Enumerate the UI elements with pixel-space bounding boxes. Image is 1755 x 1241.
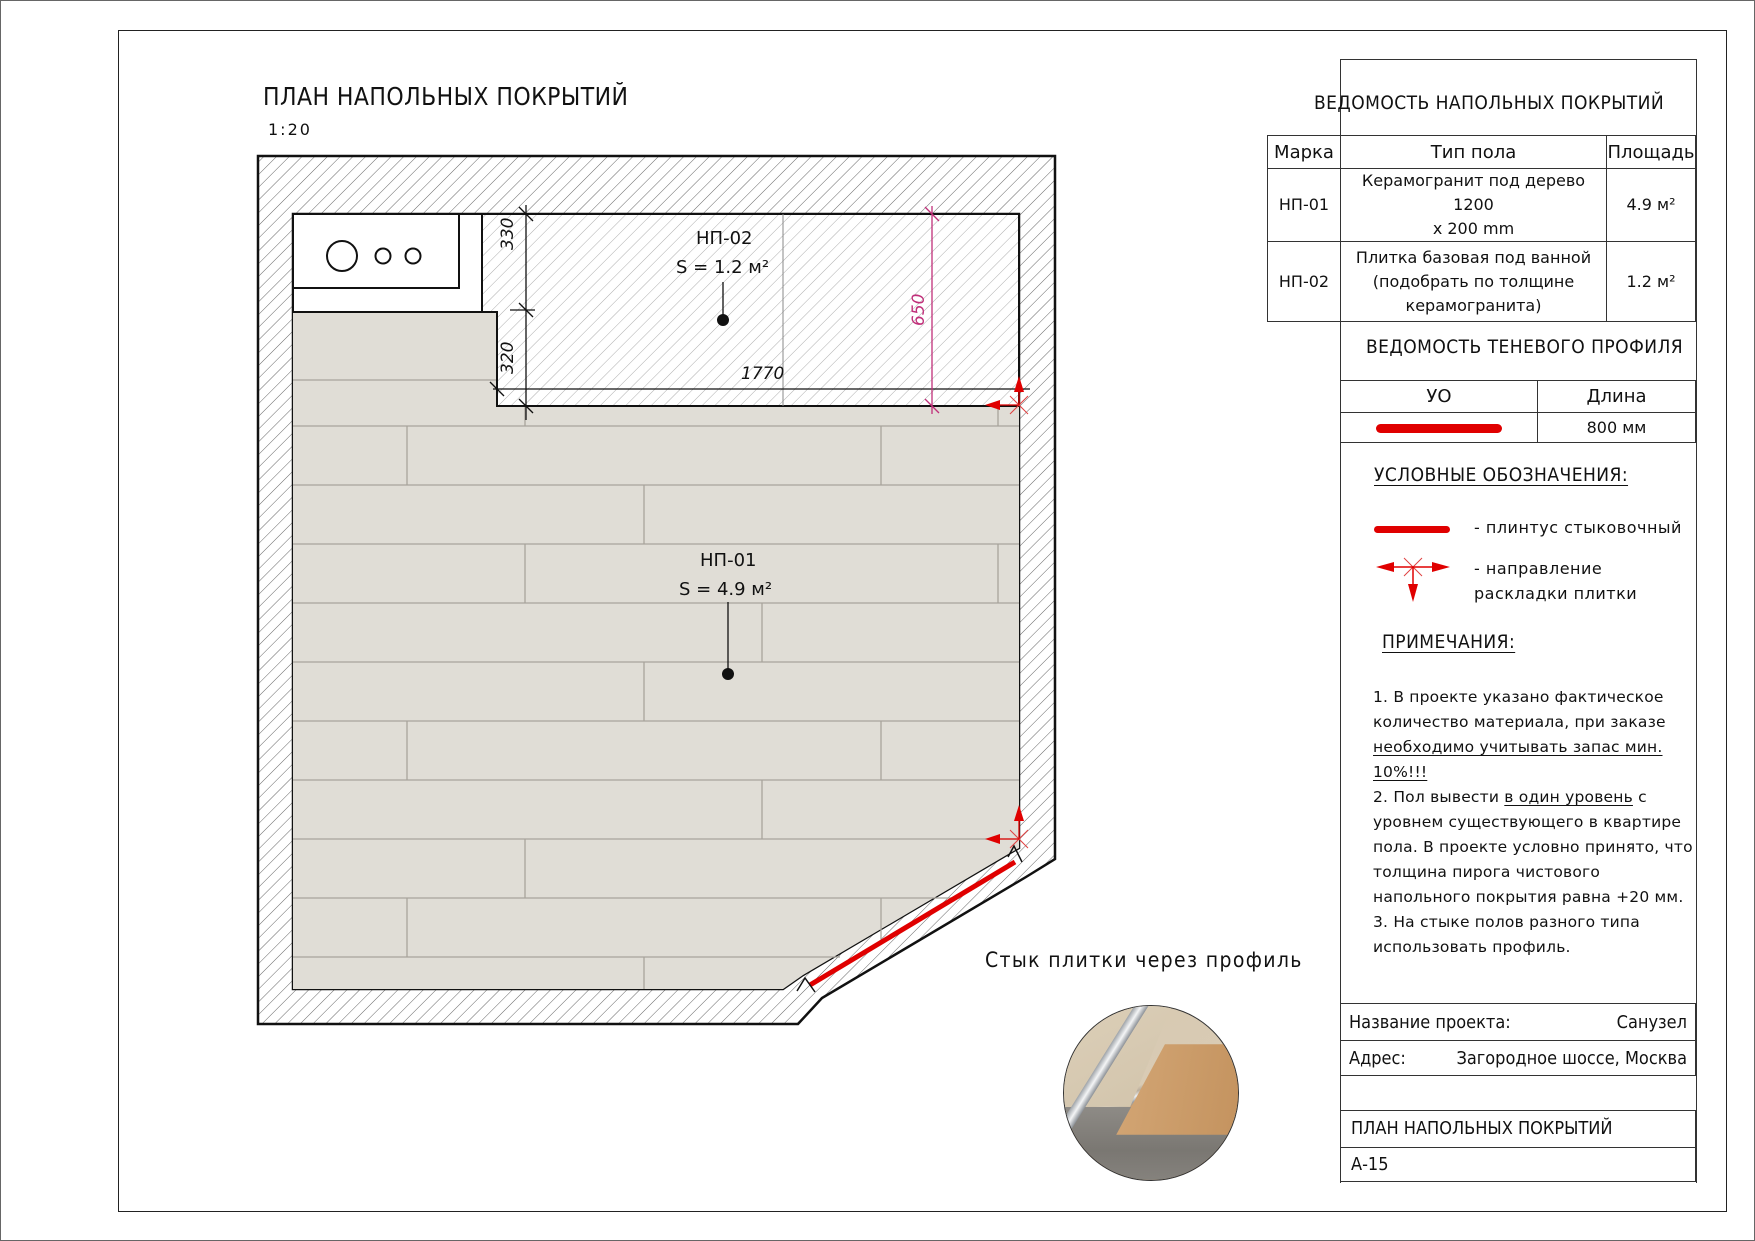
table-row: НП-02 Плитка базовая под ванной(подобрат…: [1267, 241, 1696, 322]
floor-schedule-title: ВЕДОМОСТЬ НАПОЛЬНЫХ ПОКРЫТИЙ: [1314, 92, 1665, 114]
dimension-330-label: 330: [498, 217, 518, 250]
dimension-650-label: 650: [909, 293, 929, 326]
table-row: 800 мм: [1340, 412, 1696, 443]
zone-np02-tile: [481, 213, 1030, 407]
project-info-block: Название проекта: Санузел Адрес: Загород…: [1340, 1003, 1696, 1076]
profile-caption: Стык плитки через профиль: [985, 948, 1303, 972]
legend-item-label: - направление раскладки плитки: [1474, 559, 1638, 603]
notes-body: 1. В проекте указано фактическое количес…: [1373, 688, 1693, 956]
drawing-title: ПЛАН НАПОЛЬНЫХ ПОКРЫТИЙ: [263, 82, 629, 111]
address-value: Загородное шоссе, Москва: [1456, 1048, 1687, 1069]
red-line-icon: [1376, 424, 1502, 433]
vanity-cabinet: [292, 213, 483, 313]
sink-drain-icon: [326, 240, 358, 272]
project-name-value: Санузел: [1616, 1012, 1687, 1033]
zone-np01-wood-floor: [293, 312, 1019, 989]
drawing-scale: 1:20: [268, 120, 312, 139]
profile-photo: [1063, 1005, 1239, 1181]
dimension-lines: [489, 205, 535, 420]
profile-schedule-title: ВЕДОМОСТЬ ТЕНЕВОГО ПРОФИЛЯ: [1366, 336, 1684, 358]
sheet-number: А-15: [1351, 1154, 1389, 1175]
legend-title: УСЛОВНЫЕ ОБОЗНАЧЕНИЯ:: [1374, 464, 1629, 486]
red-line-icon: [1374, 526, 1450, 533]
zone-np01-area: S = 4.9 м²: [679, 579, 773, 600]
zone-leaders: [717, 282, 734, 680]
dimension-1770-label: 1770: [741, 364, 785, 384]
col-area: Площадь: [1606, 135, 1696, 169]
floor-schedule-table: Марка Тип пола Площадь НП-01 Керамограни…: [1267, 135, 1696, 322]
transition-profile-line: [808, 859, 1017, 988]
sheet-title: ПЛАН НАПОЛЬНЫХ ПОКРЫТИЙ: [1351, 1118, 1613, 1139]
sheet-stamp: ПЛАН НАПОЛЬНЫХ ПОКРЫТИЙ А-15: [1340, 1110, 1696, 1182]
col-mark: Марка: [1267, 135, 1341, 169]
layout-direction-marker-top: [985, 376, 1029, 415]
profile-schedule-table: УО Длина 800 мм: [1340, 380, 1696, 443]
legend-item-label: - плинтус стыковочный: [1474, 518, 1682, 537]
zone-np01-mark: НП-01: [700, 550, 757, 571]
drawing-frame: [118, 30, 1727, 1212]
notes-title: ПРИМЕЧАНИЯ:: [1382, 631, 1516, 653]
col-type: Тип пола: [1340, 135, 1607, 169]
zone-np02-area: S = 1.2 м²: [676, 257, 770, 278]
dimension-320-label: 320: [498, 341, 518, 374]
project-name-label: Название проекта:: [1349, 1012, 1511, 1033]
layout-direction-marker-bottom: [985, 805, 1029, 849]
dimension-650: [924, 206, 940, 414]
address-label: Адрес:: [1349, 1048, 1406, 1069]
right-panel: [1340, 59, 1697, 1183]
layout-direction-arrows-icon: [1376, 557, 1450, 602]
zone-np02-mark: НП-02: [696, 228, 753, 249]
